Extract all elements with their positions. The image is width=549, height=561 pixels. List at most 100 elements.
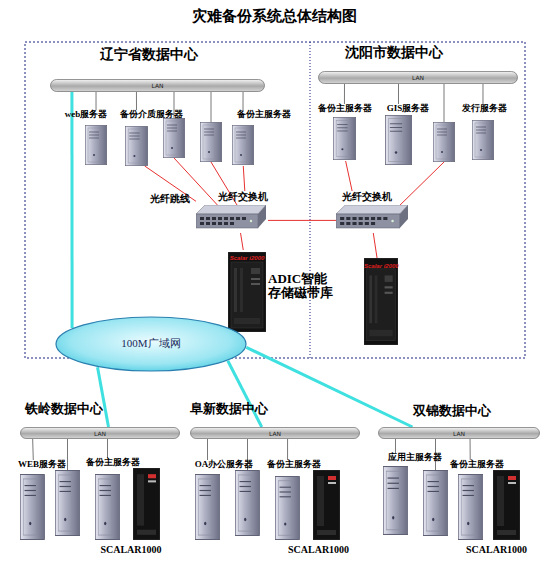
region-heading: 沈阳市数据中心 (345, 45, 495, 60)
lan-link (32, 439, 34, 460)
lan-label: LAN (50, 82, 265, 89)
server-label: 备份主服务器 (86, 458, 140, 468)
server-node: WEB服务器 (18, 460, 62, 540)
data-center-region: 双锦数据中心 LAN 应用主服务器备份主服务器 SCALAR1000 (370, 398, 546, 556)
wan-link (70, 92, 73, 328)
lan-link (398, 84, 399, 104)
server-icon (333, 117, 356, 160)
tape-library: SCALAR1000 (288, 470, 348, 556)
tape-model: Scalar i2000 (228, 255, 266, 262)
tape-library: Scalar i2000 (364, 258, 398, 345)
switch-label: 光纤交换机 (342, 191, 408, 202)
server-node: OA办公服务器 (193, 460, 255, 540)
server-node: 发行服务器 (458, 104, 510, 161)
lan-link (207, 439, 208, 460)
server-node: 备份主服务器 (230, 110, 298, 166)
server-icon (275, 476, 300, 540)
lan-bus: LAN (50, 79, 265, 92)
fiber-link (243, 166, 245, 191)
lan-bus: LAN (190, 427, 360, 439)
wan-link (98, 367, 109, 427)
lan-label: LAN (318, 74, 518, 81)
switch-icon (336, 205, 408, 232)
fiber-link (346, 161, 353, 191)
annotation-label: 光纤跳线 (150, 192, 190, 206)
lan-link (136, 92, 137, 110)
lan-link (344, 84, 345, 104)
tape-caption: ADIC智能存储磁带库 (268, 272, 340, 301)
tape-library-icon (364, 258, 398, 345)
server-label: 应用主服务器 (383, 453, 447, 463)
server-label: 备份主服务器 (315, 104, 375, 114)
tape-library-icon (133, 468, 160, 540)
lan-link (470, 439, 471, 460)
tape-model: Scalar i2000 (364, 263, 398, 270)
server-label: OA办公服务器 (193, 460, 255, 470)
region-heading: 双锦数据中心 (413, 404, 543, 418)
lan-label: LAN (190, 430, 360, 437)
tape-library: SCALAR1000 (100, 468, 162, 556)
lan-bus: LAN (20, 427, 180, 439)
fiber-switch: 光纤交换机 (336, 191, 408, 233)
tape-library-icon (313, 470, 340, 540)
server-label: web服务器 (62, 110, 110, 120)
tape-library: SCALAR1000 (466, 470, 526, 556)
data-center-region: 沈阳市数据中心 LAN 备份主服务器 GIS服务器 发行服务器光纤交换机 Scalar i… (310, 42, 525, 358)
server-icon (232, 125, 254, 165)
server-node: 备份介质服务器 (115, 110, 187, 166)
server-label: 备份主服务器 (230, 110, 298, 120)
lan-bus: LAN (378, 427, 540, 439)
fiber-switch: 光纤交换机 (196, 191, 268, 233)
switch-label: 光纤交换机 (218, 191, 268, 202)
server-node: web服务器 (62, 110, 110, 165)
server-icon (195, 474, 220, 540)
switch-icon (196, 205, 266, 232)
fiber-link (373, 233, 377, 258)
server-label: 备份主服务器 (266, 460, 322, 470)
server-label: GIS服务器 (383, 104, 433, 114)
diagram-title: 灾难备份系统总体结构图 (0, 7, 549, 26)
server-icon (85, 125, 107, 165)
lan-bus: LAN (318, 71, 518, 84)
lan-link (107, 439, 108, 458)
tape-model: SCALAR1000 (100, 544, 162, 555)
server-icon (472, 120, 494, 160)
server-label: 发行服务器 (458, 104, 510, 114)
server-icon (125, 126, 148, 166)
server-label: 备份介质服务器 (115, 110, 187, 120)
server-icon (458, 474, 483, 540)
data-center-region: 阜新数据中心LANOA办公服务器备份主服务器SCALAR1000 (185, 398, 365, 556)
wan-label: 100M广域网 (55, 337, 247, 349)
lan-link (96, 92, 97, 110)
lan-label: LAN (20, 430, 180, 437)
data-center-region: 铁岭数据中心 LAN WEB服务器 备份主服务器 SCALAR1000 (15, 398, 187, 556)
tape-model: SCALAR1000 (288, 544, 348, 555)
server-label: 备份主服务器 (449, 460, 505, 470)
server-node: 备份主服务器 (315, 104, 375, 161)
server-node: 备份主服务器 (86, 458, 140, 540)
lan-link (395, 439, 396, 453)
fiber-link (268, 220, 336, 221)
lan-link (287, 439, 288, 460)
server-icon (20, 474, 45, 540)
server-label: WEB服务器 (18, 460, 62, 470)
wan-link (228, 361, 262, 427)
region-heading: 铁岭数据中心 (25, 402, 175, 416)
tape-library-icon (228, 252, 266, 332)
tape-model: SCALAR1000 (466, 544, 526, 555)
lan-link (482, 84, 483, 104)
server-icon (383, 466, 408, 535)
wan-cloud: 100M广域网 (55, 316, 247, 372)
tape-library-icon (493, 470, 520, 540)
tape-library: Scalar i2000ADIC智能存储磁带库 (226, 250, 338, 334)
server-icon (95, 474, 120, 540)
server-node: GIS服务器 (383, 104, 433, 165)
wan-link (246, 347, 412, 427)
server-node: 应用主服务器 (383, 453, 447, 535)
lan-link (243, 92, 244, 110)
server-icon (385, 115, 412, 165)
fiber-link (241, 233, 244, 250)
lan-label: LAN (378, 430, 540, 437)
region-heading: 辽宁省数据中心 (100, 47, 250, 62)
